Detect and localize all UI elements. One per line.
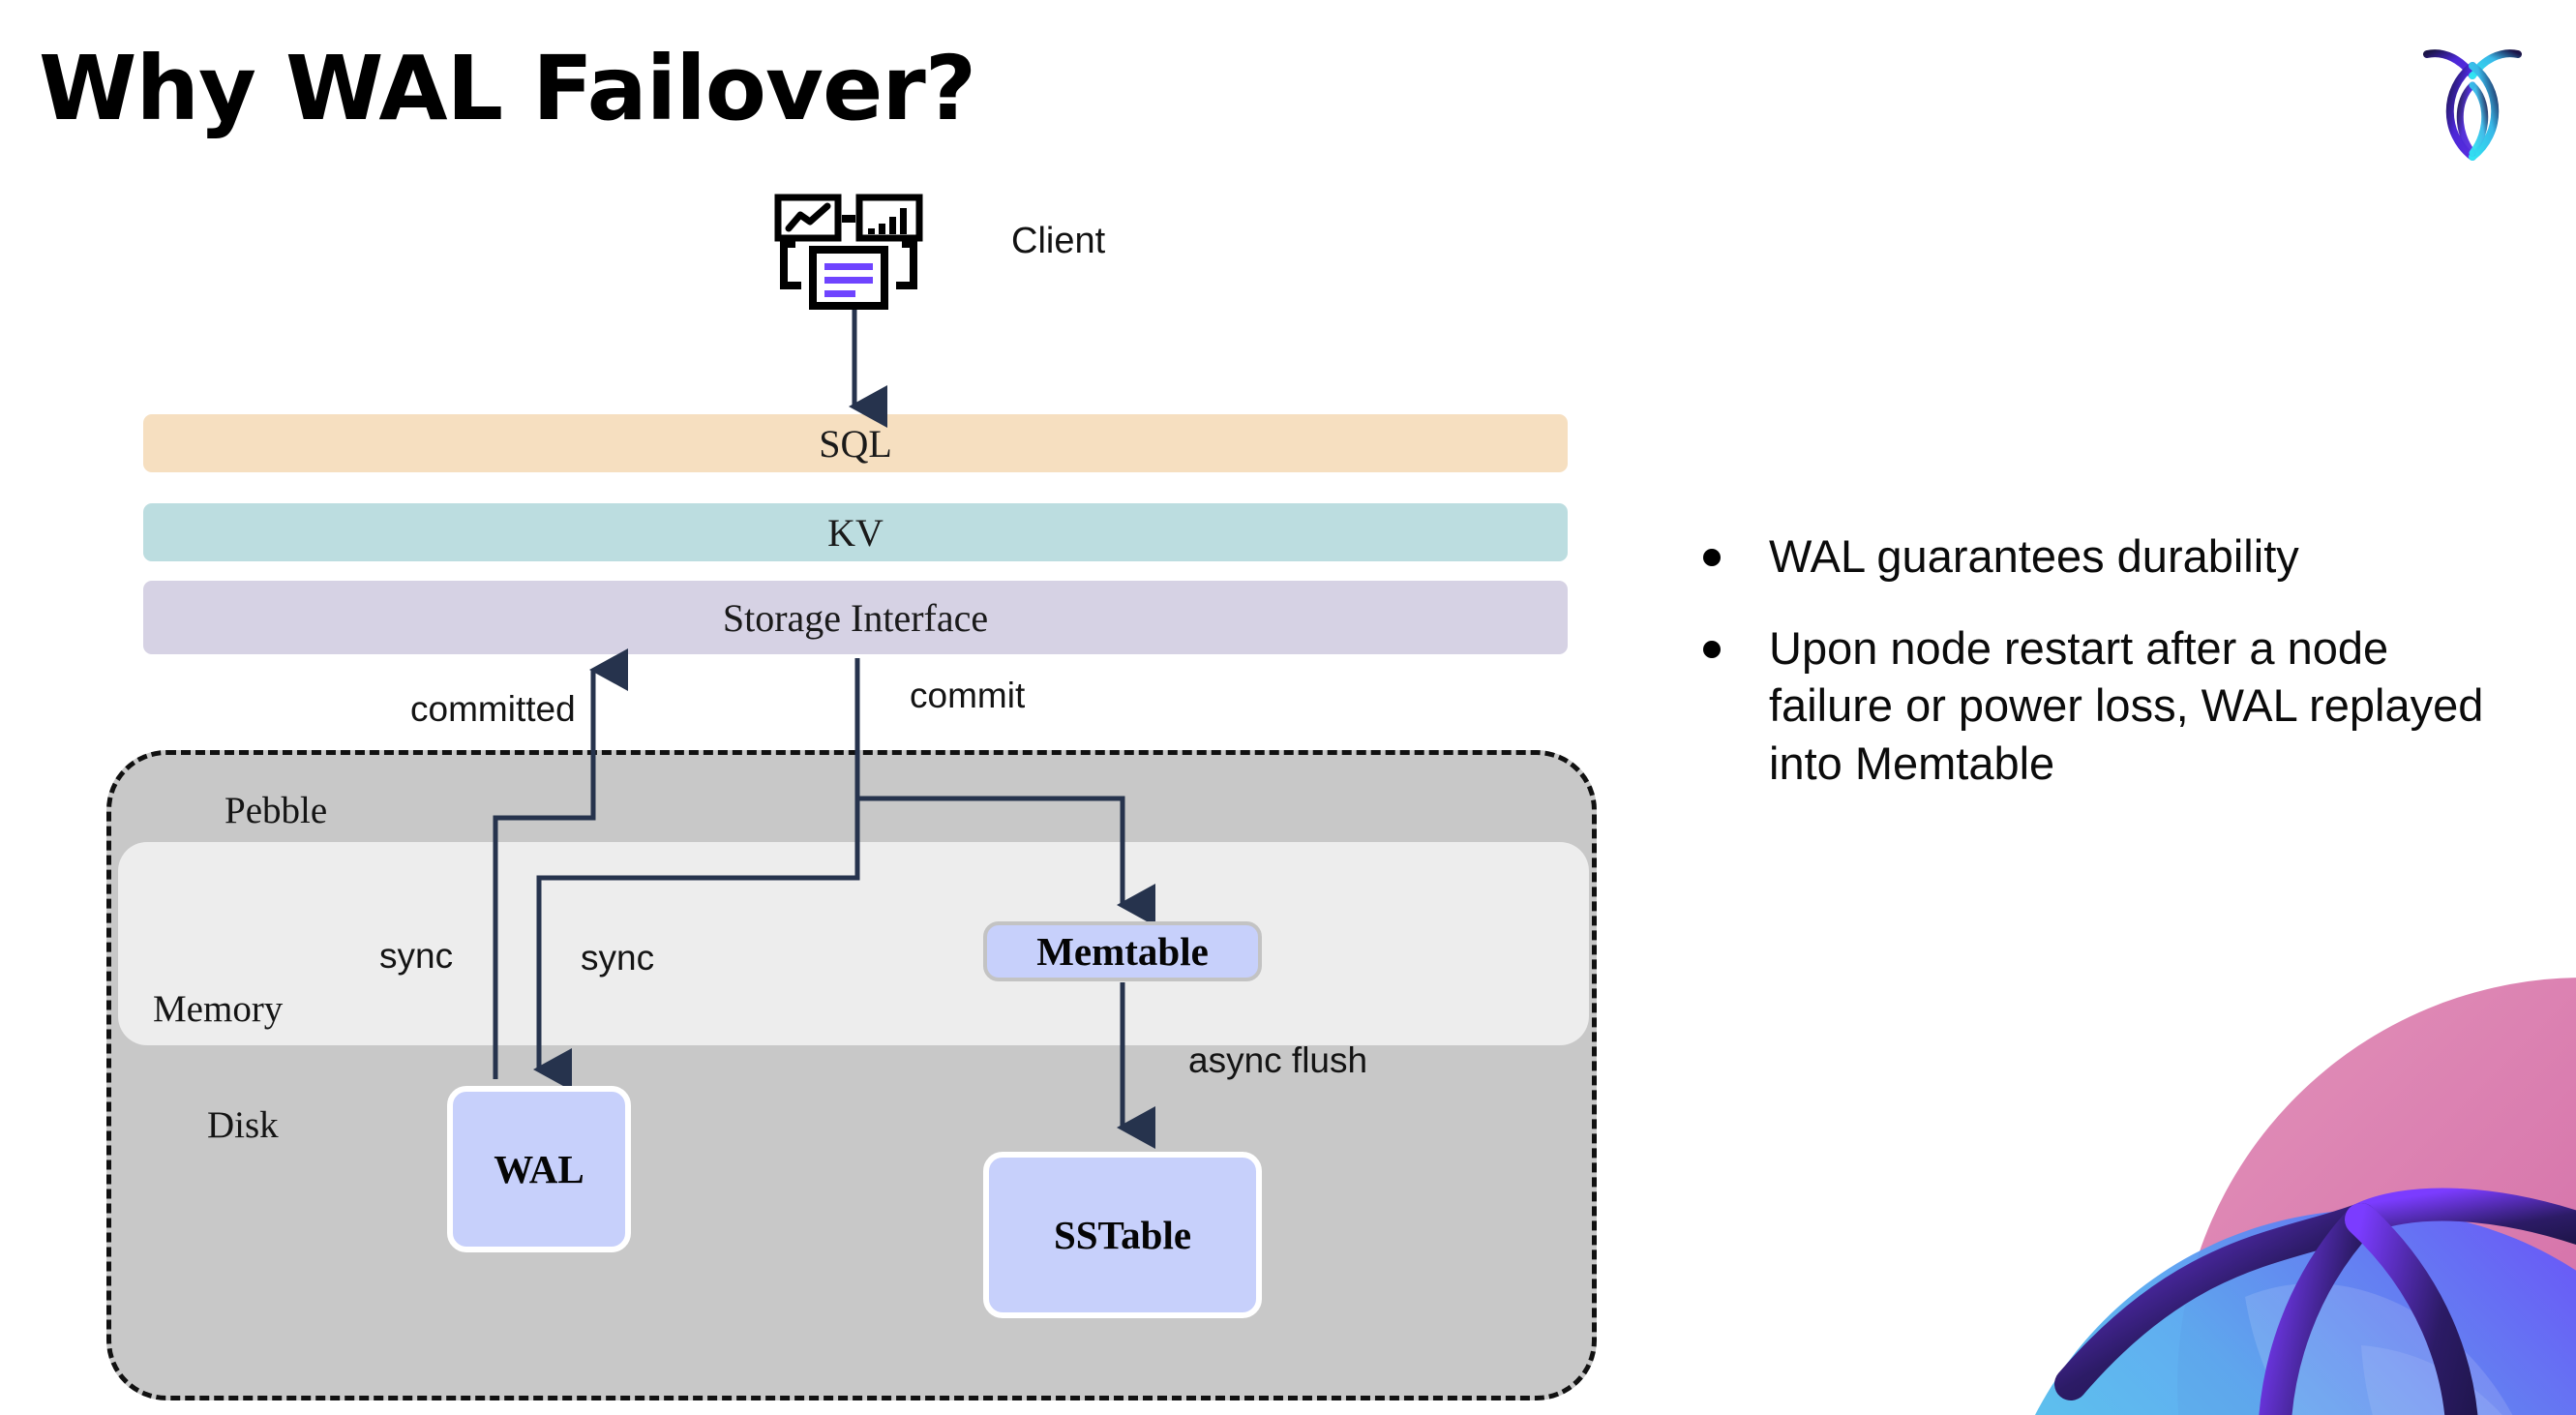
node-wal[interactable]: WAL bbox=[447, 1086, 631, 1252]
cockroachdb-watermark-icon bbox=[1955, 929, 2576, 1415]
bullet-dot-icon bbox=[1703, 549, 1721, 566]
layer-bar-kv-label: KV bbox=[827, 510, 884, 555]
list-item: WAL guarantees durability bbox=[1703, 527, 2497, 585]
layer-bar-storage-interface[interactable]: Storage Interface bbox=[143, 581, 1568, 654]
edge-label-sync-storage: sync bbox=[379, 936, 454, 976]
node-memtable[interactable]: Memtable bbox=[983, 921, 1262, 981]
bullet-list: WAL guarantees durability Upon node rest… bbox=[1703, 527, 2497, 827]
bullet-dot-icon bbox=[1703, 641, 1721, 659]
client-label: Client bbox=[1011, 221, 1106, 261]
disk-label: Disk bbox=[207, 1104, 279, 1146]
bullet-text: WAL guarantees durability bbox=[1769, 530, 2299, 582]
node-memtable-label: Memtable bbox=[1036, 929, 1209, 974]
bullet-text: Upon node restart after a node failure o… bbox=[1769, 622, 2484, 789]
list-item: Upon node restart after a node failure o… bbox=[1703, 619, 2497, 792]
node-wal-label: WAL bbox=[494, 1147, 584, 1191]
page-title: Why WAL Failover? bbox=[39, 37, 976, 140]
node-sstable[interactable]: SSTable bbox=[983, 1152, 1262, 1318]
client-workstation-icon bbox=[774, 194, 929, 315]
layer-bar-sql-label: SQL bbox=[819, 421, 892, 466]
memory-region-panel bbox=[118, 842, 1589, 1045]
layer-bar-storage-interface-label: Storage Interface bbox=[722, 595, 989, 640]
wal-architecture-diagram: Client SQL KV Storage Interface Pebble M… bbox=[106, 194, 1597, 1400]
memory-label: Memory bbox=[153, 988, 284, 1030]
edge-label-async-flush: async flush bbox=[1188, 1040, 1368, 1080]
edge-label-commit: commit bbox=[910, 676, 1026, 715]
node-sstable-label: SSTable bbox=[1053, 1213, 1192, 1257]
layer-bar-sql[interactable]: SQL bbox=[143, 414, 1568, 472]
edge-label-committed: committed bbox=[410, 689, 576, 729]
cockroachdb-logo-icon bbox=[2419, 39, 2526, 165]
pebble-label: Pebble bbox=[225, 790, 328, 831]
edge-label-sync-memtable: sync bbox=[581, 938, 655, 978]
layer-bar-kv[interactable]: KV bbox=[143, 503, 1568, 561]
